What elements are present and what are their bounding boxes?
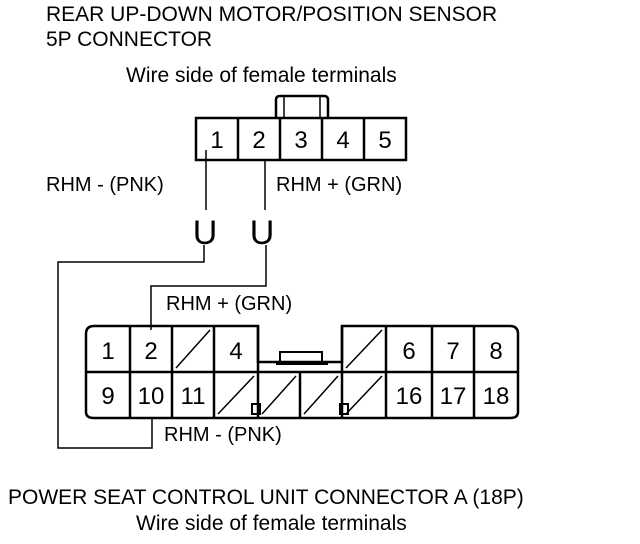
cu-pin-17: 17 xyxy=(440,383,467,410)
control-unit-key-right xyxy=(339,403,349,415)
sensor-connector-title-line1: REAR UP-DOWN MOTOR/POSITION SENSOR xyxy=(46,3,498,26)
sensor-pin-4: 4 xyxy=(336,127,349,154)
cu-pin-11: 11 xyxy=(181,383,206,410)
cu-pin-10: 10 xyxy=(138,383,165,410)
sensor-connector-lock-tab xyxy=(274,94,330,118)
wire-label-rhm-plus-bottom: RHM + (GRN) xyxy=(166,293,293,315)
sensor-connector-pins: 1 2 3 4 5 xyxy=(210,127,391,154)
control-unit-key-left xyxy=(251,403,261,415)
cu-pin-2: 2 xyxy=(144,338,157,365)
cu-pin-18: 18 xyxy=(483,383,510,410)
wire-grn-link xyxy=(150,245,267,330)
wire-label-rhm-minus-bottom: RHM - (PNK) xyxy=(164,424,282,446)
sensor-connector-title-line2: 5P CONNECTOR xyxy=(46,28,213,51)
cu-pin-6: 6 xyxy=(402,338,415,365)
cu-pin-16: 16 xyxy=(396,383,423,410)
control-unit-pins: 1 2 4 6 7 8 9 10 11 16 17 18 xyxy=(101,338,509,410)
cu-pin-7: 7 xyxy=(446,338,459,365)
sensor-pin-2: 2 xyxy=(252,127,265,154)
cu-pin-1: 1 xyxy=(101,338,114,365)
control-unit-view-label: Wire side of female terminals xyxy=(136,512,407,535)
wire-label-rhm-plus-top: RHM + (GRN) xyxy=(276,174,403,196)
cu-pin-9: 9 xyxy=(101,383,114,410)
sensor-pin-3: 3 xyxy=(294,127,307,154)
cu-pin-4: 4 xyxy=(229,338,242,365)
cu-pin-8: 8 xyxy=(489,338,502,365)
sensor-connector xyxy=(194,94,408,162)
wire-label-rhm-minus-top: RHM - (PNK) xyxy=(46,174,164,196)
sensor-connector-view-label: Wire side of female terminals xyxy=(126,64,397,87)
probe-grn-icon: U xyxy=(250,214,275,252)
control-unit-connector xyxy=(84,324,520,420)
wire-pnk-loop xyxy=(57,245,205,449)
sensor-pin-5: 5 xyxy=(378,127,391,154)
probe-pnk-icon: U xyxy=(193,214,218,252)
control-unit-connector-title: POWER SEAT CONTROL UNIT CONNECTOR A (18P… xyxy=(8,486,524,509)
sensor-pin-1: 1 xyxy=(210,127,223,154)
